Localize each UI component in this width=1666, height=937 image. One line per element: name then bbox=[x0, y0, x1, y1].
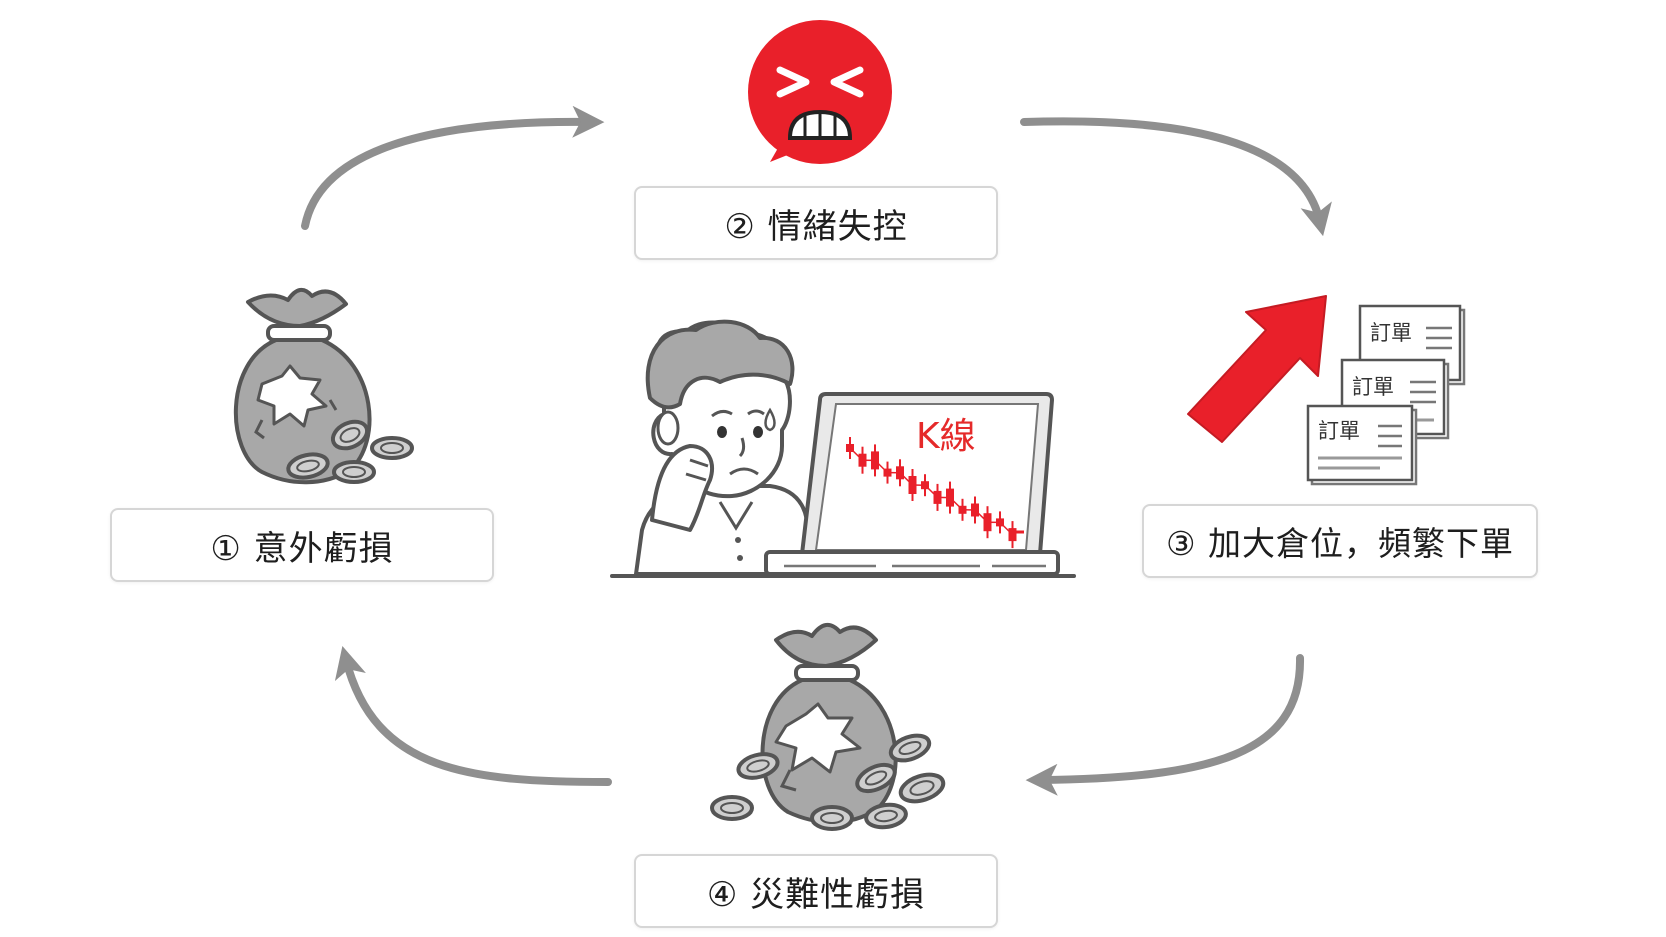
step-3-label: ③ 加大倉位，頻繁下單 bbox=[1142, 504, 1538, 578]
coin-icon bbox=[855, 762, 897, 794]
cycle-arrow-4-to-1 bbox=[334, 646, 612, 786]
coin-icon bbox=[330, 419, 370, 451]
cycle-arrow-3-to-4 bbox=[1025, 654, 1305, 796]
candlestick-chart bbox=[846, 437, 1024, 549]
coin-icon bbox=[710, 795, 754, 821]
order-label: 訂單 bbox=[1370, 321, 1412, 345]
candle-body bbox=[1008, 528, 1017, 542]
cycle-arrow-1-to-2 bbox=[301, 105, 605, 230]
money-bag-icon bbox=[234, 288, 372, 485]
kline-label: K線 bbox=[916, 416, 976, 457]
up-arrow-icon bbox=[1187, 295, 1327, 443]
order-label: 訂單 bbox=[1318, 419, 1360, 443]
money-bag-icon bbox=[760, 623, 898, 825]
step-2-label: ② 情緒失控 bbox=[634, 186, 998, 260]
coin-icon bbox=[898, 772, 946, 804]
worried-trader-icon bbox=[634, 319, 810, 576]
coin-icon bbox=[286, 452, 330, 480]
coin-icon bbox=[888, 733, 932, 763]
coin-icon bbox=[810, 805, 854, 831]
order-sheet-icon: 訂單 bbox=[1306, 404, 1418, 486]
step-1-label: ① 意外虧損 bbox=[110, 508, 494, 582]
coin-icon bbox=[332, 460, 376, 484]
coin-icon bbox=[736, 752, 780, 780]
order-label: 訂單 bbox=[1352, 375, 1394, 399]
coin-icon bbox=[864, 802, 908, 830]
angry-face-icon bbox=[748, 20, 892, 164]
coin-icon bbox=[370, 436, 414, 460]
cycle-arrow-2-to-3 bbox=[1020, 117, 1332, 237]
step-4-label: ④ 災難性虧損 bbox=[634, 854, 998, 928]
